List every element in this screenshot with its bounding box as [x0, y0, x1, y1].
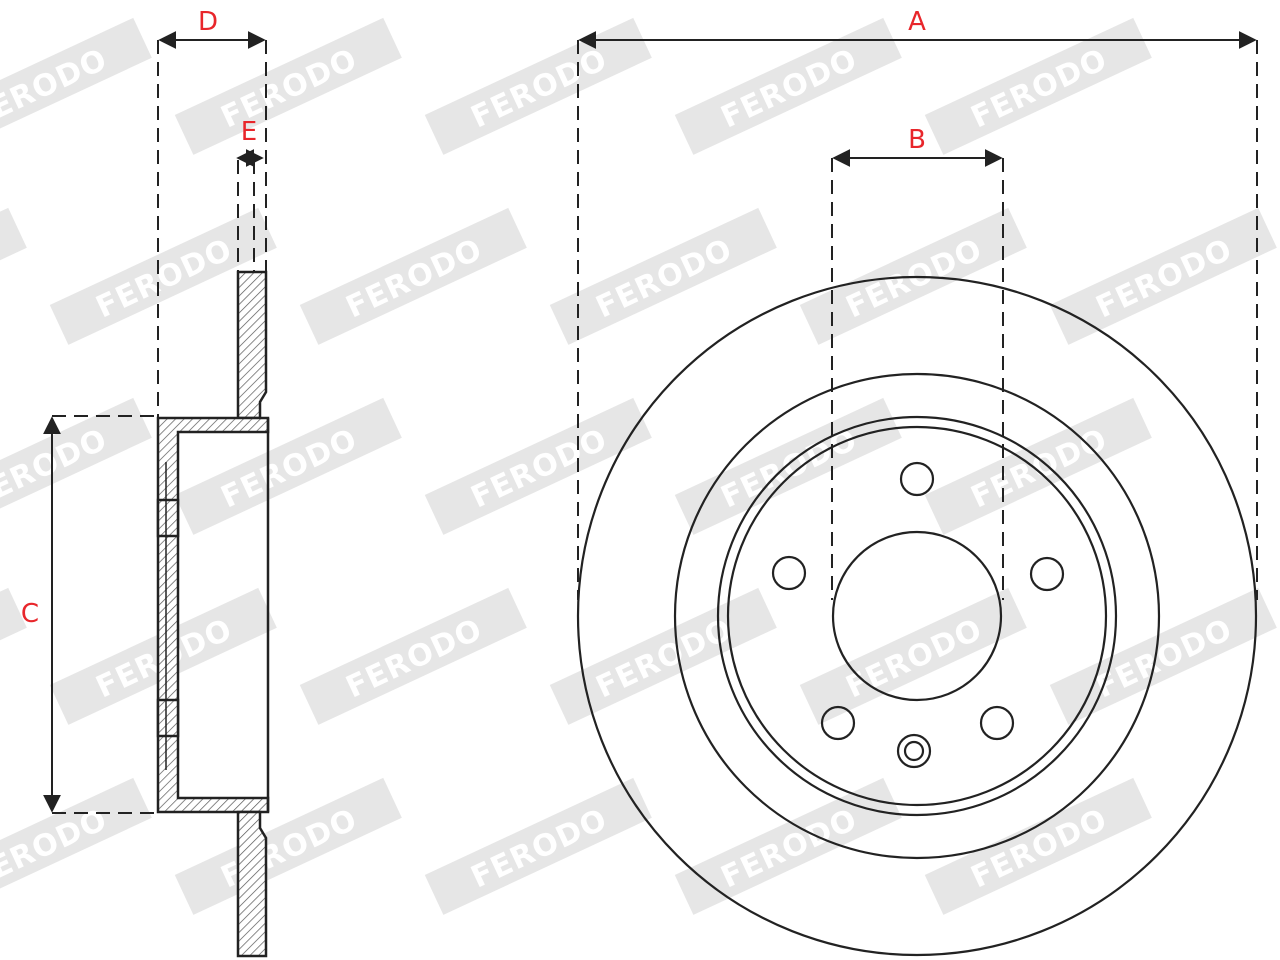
dim-label-d: D	[198, 7, 218, 37]
ferodo-watermark: FERODO	[0, 17, 152, 155]
hat-inner-edge	[726, 425, 1108, 807]
ferodo-watermark: FERODO	[924, 17, 1152, 155]
locating-hole-inner	[903, 740, 925, 762]
bolt-hole	[771, 555, 807, 591]
ferodo-watermark: FERODO	[0, 207, 27, 345]
section-bolt-cut-top	[156, 498, 180, 538]
ferodo-watermark: FERODO	[424, 397, 652, 535]
section-friction-ring-bottom	[236, 810, 268, 958]
ferodo-watermark: FERODO	[424, 777, 652, 915]
dim-label-b: B	[908, 125, 926, 155]
bolt-hole	[899, 461, 935, 497]
ferodo-watermark: FERODO	[549, 587, 777, 725]
dim-label-c: C	[21, 599, 39, 629]
ferodo-watermark: FERODO	[924, 777, 1152, 915]
ferodo-watermark: FERODO	[299, 587, 527, 725]
ferodo-watermark: FERODO	[0, 777, 152, 915]
section-friction-ring-top	[236, 270, 268, 420]
ferodo-watermark: FERODO	[299, 207, 527, 345]
dimension-arrows	[43, 31, 1257, 813]
bolt-hole	[979, 705, 1015, 741]
dim-label-a: A	[908, 7, 926, 37]
bolt-hole	[820, 705, 856, 741]
side-section-view	[156, 270, 270, 958]
ferodo-watermark: FERODO	[0, 397, 152, 535]
bolt-hole	[1029, 556, 1065, 592]
center-bore	[831, 530, 1003, 702]
extension-lines	[52, 40, 1258, 814]
ferodo-watermark: FERODO	[674, 17, 902, 155]
section-bolt-cut-bottom	[156, 698, 180, 738]
dim-label-e: E	[241, 117, 257, 147]
disc-outer-edge	[576, 275, 1258, 957]
ferodo-watermark: FERODO	[924, 397, 1152, 535]
front-view	[576, 275, 1258, 957]
friction-inner-edge	[673, 372, 1161, 860]
ferodo-watermark: FERODO	[1049, 207, 1277, 345]
ferodo-watermark: FERODO	[174, 17, 402, 155]
ferodo-watermark: FERODO	[674, 397, 902, 535]
ferodo-watermark: FERODO	[424, 17, 652, 155]
locating-hole-outer	[896, 733, 932, 769]
hat-outer-edge	[716, 415, 1118, 817]
